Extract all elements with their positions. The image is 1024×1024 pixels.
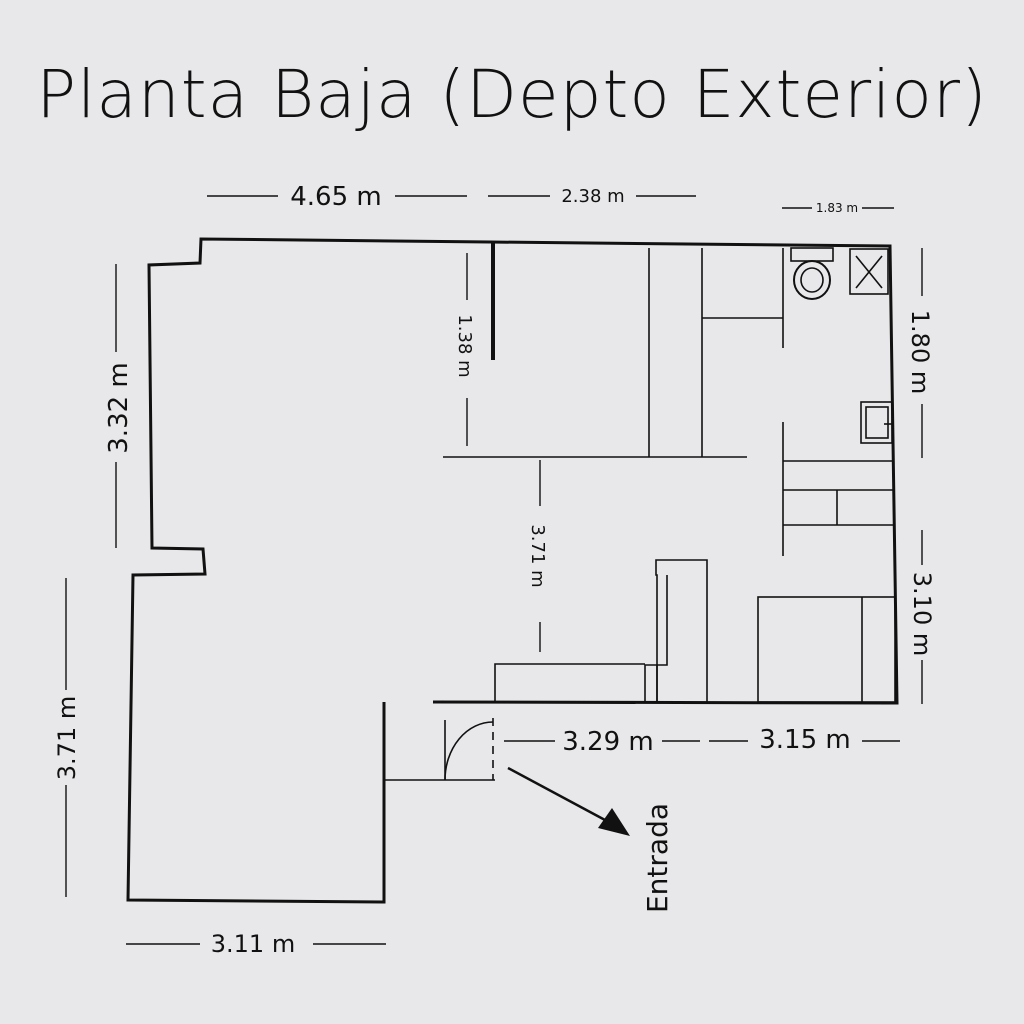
dim-left-lower: 3.71 m [53,696,81,780]
dim-center-vertical: 3.71 m [527,524,548,587]
wardrobe-outline [655,559,708,702]
dim-right-lower: 3.10 m [908,572,936,656]
dim-bottom-left: 3.11 m [211,930,295,958]
dim-top-left: 4.65 m [290,182,381,212]
toilet-tank [790,247,834,262]
dim-top-middle: 2.38 m [561,186,624,207]
dim-left-upper: 3.32 m [104,362,134,453]
dimension-lines [65,195,923,945]
dim-right-upper: 1.80 m [906,310,934,394]
entrance-arrow-head [598,808,630,836]
plan-title: Planta Baja (Depto Exterior) [36,56,988,133]
toilet-bowl [793,260,831,300]
dim-front-right: 3.15 m [759,725,850,755]
sink-outer [860,401,893,444]
door-swing-arc [444,721,494,781]
sink-basin [865,406,889,439]
shower-cross-b [855,255,883,289]
wardrobe-inner [644,575,668,702]
dim-front-left: 3.29 m [562,727,653,757]
toilet-seat [800,267,824,293]
bench-outline [494,663,645,702]
outer-wall-north-west [126,237,491,904]
dim-inner-wall: 1.38 m [454,314,475,377]
shower-tray [849,248,889,295]
outer-wall-north-east [432,240,899,705]
bed [757,596,896,703]
entrance-arrow-line [507,766,606,822]
dim-top-right: 1.83 m [816,201,858,215]
entrance-label: Entrada [641,803,674,913]
